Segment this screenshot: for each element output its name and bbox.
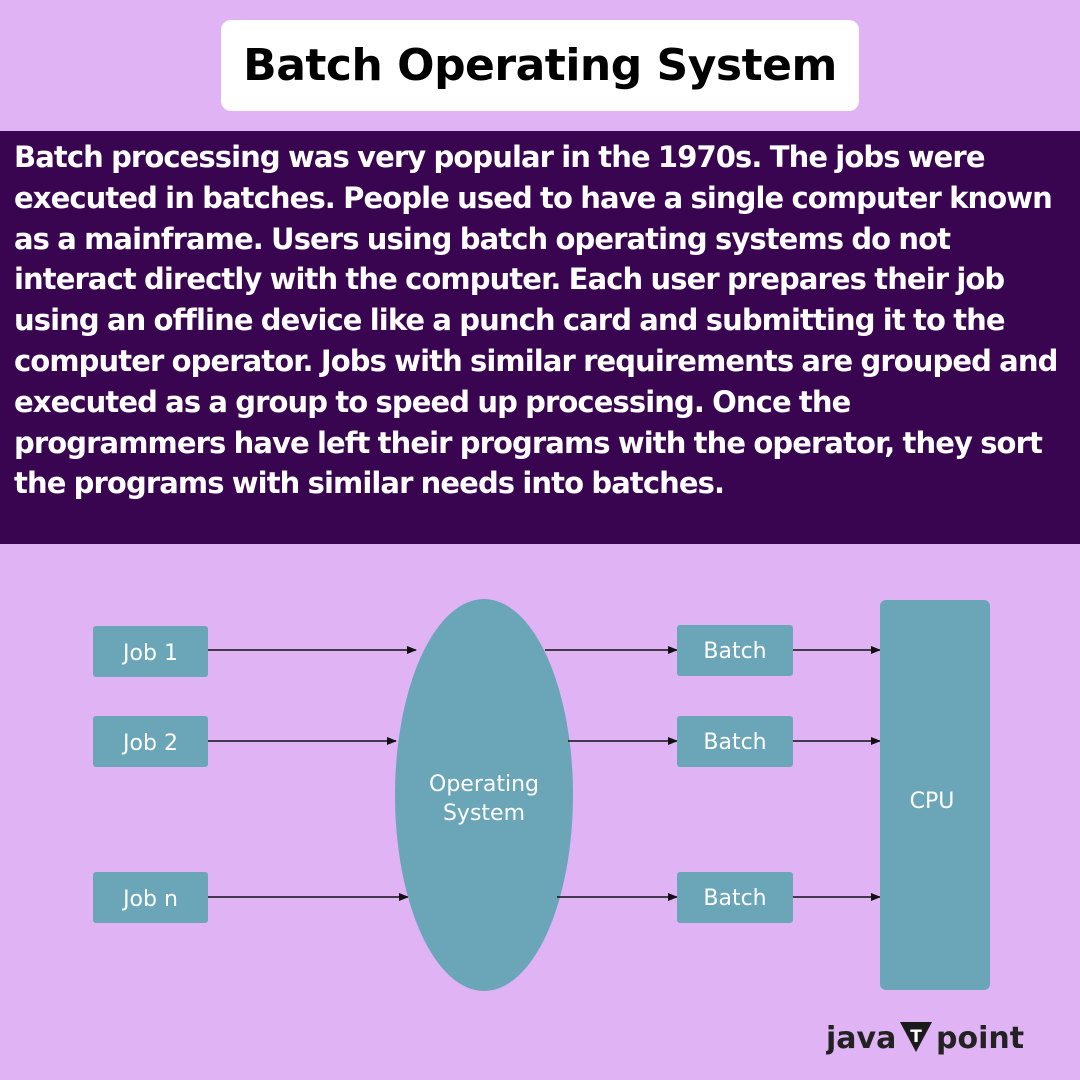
batch-node-1: Batch <box>677 625 793 676</box>
diagram-svg: Job 1 Job 2 Job n Operating System Batch <box>93 599 990 991</box>
job-node-1: Job 1 <box>93 626 208 677</box>
job-label-1: Job 1 <box>121 641 178 666</box>
job-label-2: Job 2 <box>121 731 178 756</box>
batch-label-3: Batch <box>703 886 766 911</box>
batch-os-diagram: Job 1 Job 2 Job n Operating System Batch <box>0 560 1080 1010</box>
batch-node-3: Batch <box>677 872 793 923</box>
batch-label-2: Batch <box>703 730 766 755</box>
logo-text-point: point <box>936 1021 1024 1056</box>
batch-label-1: Batch <box>703 639 766 664</box>
operating-system-node: Operating System <box>395 599 573 991</box>
description-text: Batch processing was very popular in the… <box>14 140 1058 501</box>
logo-svg: java T point <box>825 1021 1024 1056</box>
os-label-line2: System <box>443 801 525 826</box>
job-label-n: Job n <box>121 887 178 912</box>
page-title: Batch Operating System <box>243 40 837 91</box>
batch-node-2: Batch <box>677 716 793 767</box>
logo-text-t: T <box>910 1027 922 1047</box>
title-box: Batch Operating System <box>221 20 859 111</box>
description-panel: Batch processing was very popular in the… <box>0 131 1080 544</box>
os-label-line1: Operating <box>429 772 539 797</box>
job-node-2: Job 2 <box>93 716 208 767</box>
logo-text-java: java <box>826 1021 896 1056</box>
job-node-n: Job n <box>93 872 208 923</box>
javatpoint-logo: java T point <box>825 1014 1036 1060</box>
logo-shield-icon <box>900 1022 932 1052</box>
cpu-node: CPU <box>880 600 990 990</box>
cpu-label: CPU <box>910 789 955 814</box>
